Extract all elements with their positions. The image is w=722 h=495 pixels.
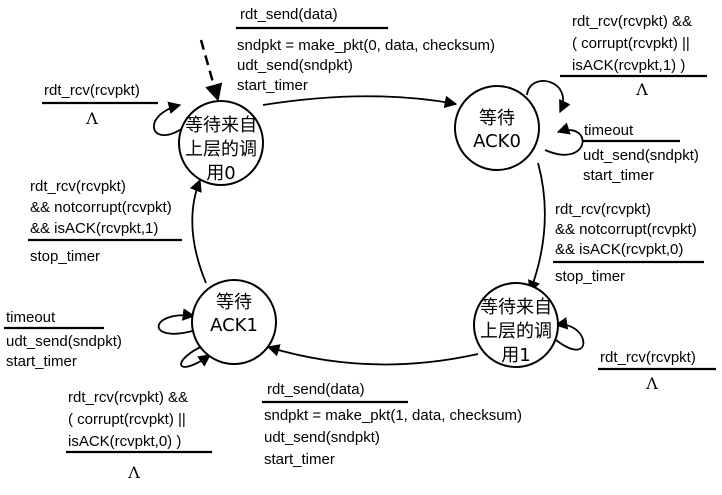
- state-wait-call-1-line1: 等待来自: [480, 297, 552, 318]
- edge-call1-to-ack1: [266, 344, 479, 366]
- self-ack1-bad-action: Λ: [127, 463, 140, 482]
- label-send-pkt1: rdt_send(data) sndpkt = make_pkt(1, data…: [262, 381, 522, 468]
- initial-state-arrow: [199, 39, 223, 102]
- label-ack0-ok: rdt_rcv(rcvpkt) && notcorrupt(rcvpkt) &&…: [553, 201, 704, 285]
- timeout-ack0-event: timeout: [584, 122, 634, 139]
- self-call0-action: Λ: [85, 109, 98, 128]
- send-pkt1-event: rdt_send(data): [267, 381, 365, 398]
- state-wait-ack-1: 等待 ACK1: [191, 279, 277, 365]
- ack1-ok-action: stop_timer: [30, 248, 100, 265]
- timeout-ack0-action-2: start_timer: [583, 167, 654, 184]
- timeout-ack1-event: timeout: [6, 309, 56, 326]
- label-self-ack1-bad: rdt_rcv(rcvpkt) && ( corrupt(rcvpkt) || …: [66, 389, 212, 482]
- timeout-ack1-action-1: udt_send(sndpkt): [6, 333, 122, 350]
- ack0-ok-event-1: rdt_rcv(rcvpkt): [555, 201, 651, 218]
- state-wait-call-0-line1: 等待来自: [185, 115, 257, 136]
- state-wait-call-1-line2: 上层的调: [480, 321, 552, 342]
- self-call1-action: Λ: [645, 374, 658, 393]
- state-wait-ack-1-line1: 等待: [216, 292, 252, 313]
- timeout-ack1-action-2: start_timer: [6, 353, 77, 370]
- label-self-call1: rdt_rcv(rcvpkt) Λ: [598, 349, 716, 393]
- ack1-ok-event-2: && notcorrupt(rcvpkt): [30, 199, 172, 216]
- state-wait-ack-0-line1: 等待: [479, 108, 515, 129]
- label-self-call0: rdt_rcv(rcvpkt) Λ: [42, 82, 158, 128]
- send-pkt0-event: rdt_send(data): [240, 6, 338, 23]
- label-self-ack0-bad: rdt_rcv(rcvpkt) && ( corrupt(rcvpkt) || …: [560, 13, 707, 99]
- edge-call0-to-ack0: [262, 95, 458, 109]
- self-ack0-bad-event-1: rdt_rcv(rcvpkt) &&: [572, 13, 692, 30]
- state-wait-call-1: 等待来自 上层的调 用1: [473, 282, 559, 368]
- self-call0-event: rdt_rcv(rcvpkt): [44, 82, 140, 99]
- ack1-ok-event-1: rdt_rcv(rcvpkt): [30, 178, 126, 195]
- state-wait-call-0: 等待来自 上层的调 用0: [178, 100, 264, 186]
- self-ack0-bad-action: Λ: [635, 80, 648, 99]
- timeout-ack0-action-1: udt_send(sndpkt): [583, 147, 699, 164]
- send-pkt1-action-3: start_timer: [264, 451, 335, 468]
- ack1-ok-event-3: && isACK(rcvpkt,1): [30, 220, 158, 237]
- send-pkt0-action-2: udt_send(sndpkt): [237, 57, 353, 74]
- label-ack1-ok: rdt_rcv(rcvpkt) && notcorrupt(rcvpkt) &&…: [28, 178, 182, 265]
- label-send-pkt0: rdt_send(data) sndpkt = make_pkt(0, data…: [236, 6, 495, 94]
- self-ack1-bad-event-1: rdt_rcv(rcvpkt) &&: [68, 389, 188, 406]
- send-pkt1-action-1: sndpkt = make_pkt(1, data, checksum): [264, 407, 522, 424]
- state-wait-call-0-line2: 上层的调: [185, 139, 257, 160]
- send-pkt1-action-2: udt_send(sndpkt): [264, 429, 380, 446]
- send-pkt0-action-1: sndpkt = make_pkt(0, data, checksum): [237, 37, 495, 54]
- state-wait-ack-0-line2: ACK0: [473, 131, 521, 152]
- state-wait-ack-0: 等待 ACK0: [454, 85, 540, 171]
- label-timeout-ack0: timeout udt_send(sndpkt) start_timer: [582, 122, 699, 184]
- self-ack0-bad-event-2: ( corrupt(rcvpkt) ||: [572, 35, 690, 52]
- send-pkt0-action-3: start_timer: [237, 77, 308, 94]
- self-ack1-bad-event-3: isACK(rcvpkt,0) ): [68, 433, 181, 450]
- self-loop-ack1-bottom: [180, 344, 212, 368]
- ack0-ok-event-2: && notcorrupt(rcvpkt): [555, 221, 697, 238]
- state-wait-call-0-line3: 用0: [206, 163, 235, 184]
- self-loop-ack0-right: [544, 122, 584, 156]
- ack0-ok-action: stop_timer: [555, 268, 625, 285]
- self-ack1-bad-event-2: ( corrupt(rcvpkt) ||: [68, 411, 186, 428]
- self-call1-event: rdt_rcv(rcvpkt): [600, 349, 696, 366]
- self-loop-call0: [153, 101, 184, 136]
- self-ack0-bad-event-3: isACK(rcvpkt,1) ): [572, 57, 685, 74]
- state-wait-call-1-line3: 用1: [501, 345, 530, 366]
- self-loop-ack1-left: [157, 308, 197, 335]
- label-timeout-ack1: timeout udt_send(sndpkt) start_timer: [4, 309, 122, 370]
- self-loop-ack0-top: [526, 80, 571, 114]
- self-loop-call1: [554, 317, 585, 351]
- state-wait-ack-1-line2: ACK1: [210, 315, 258, 336]
- ack0-ok-event-3: && isACK(rcvpkt,0): [555, 241, 683, 258]
- edge-ack0-to-call1: [528, 162, 546, 294]
- edge-ack1-to-call0: [189, 178, 207, 284]
